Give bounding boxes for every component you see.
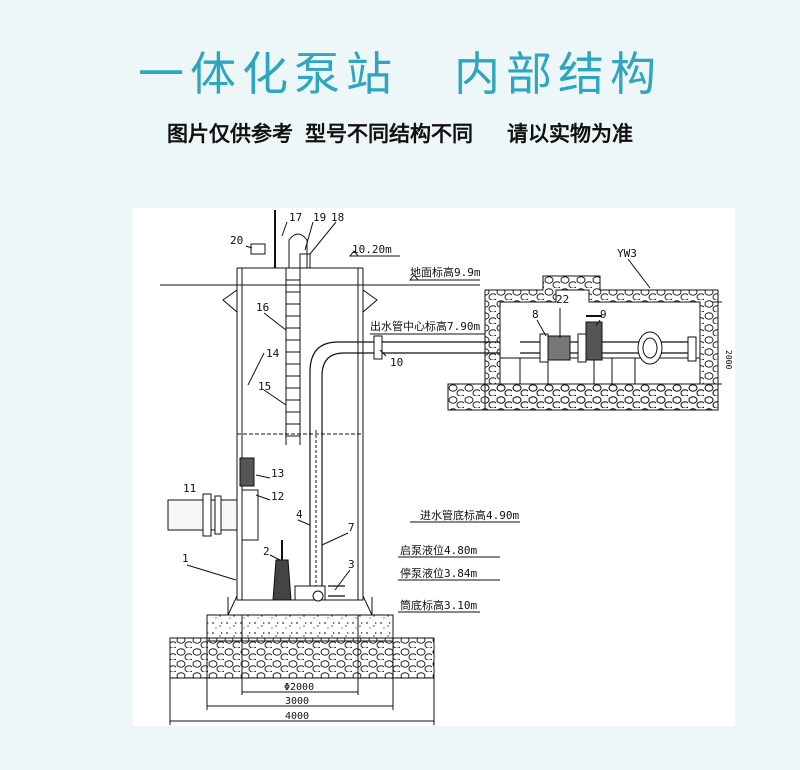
dimension-well-height: 2000 — [724, 350, 733, 369]
discharge-pipe — [309, 341, 520, 596]
elevation-pump-stop: 停泵液位3.84m — [400, 566, 477, 580]
dimension-base: 4000 — [285, 711, 309, 722]
dimension-inner-diameter: Φ2000 — [284, 682, 314, 693]
part-label-17: 17 — [289, 211, 302, 224]
note-reference: 图片仅供参考 — [167, 122, 293, 146]
pump-station-diagram: 1 2 3 4 7 8 9 10 11 12 13 14 15 16 17 18… — [160, 210, 733, 725]
submersible-pump — [272, 540, 345, 602]
part-label-16: 16 — [256, 301, 269, 314]
elevation-top: 10.20m — [352, 243, 392, 256]
part-label-9: 9 — [600, 308, 607, 321]
elevation-tank-bottom: 筒底标高3.10m — [400, 598, 477, 612]
access-hatch — [299, 253, 311, 269]
note-model: 型号不同结构不同 — [305, 122, 473, 146]
ladder — [285, 268, 301, 445]
inlet-pipe — [167, 489, 259, 541]
elevation-outlet-center: 出水管中心标高7.90m — [370, 319, 480, 333]
part-label-4: 4 — [296, 508, 303, 521]
diagram-canvas: 1 2 3 4 7 8 9 10 11 12 13 14 15 16 17 18… — [133, 208, 735, 726]
part-label-20: 20 — [230, 234, 243, 247]
leader-lines — [186, 221, 651, 591]
part-label-8: 8 — [532, 308, 539, 321]
part-label-7: 7 — [348, 521, 355, 534]
outlet-flange — [373, 335, 383, 360]
gate-valve — [585, 321, 603, 361]
grinder-unit — [239, 457, 255, 487]
title-left: 一体化泵站 — [138, 47, 398, 101]
part-label-12: 12 — [271, 490, 284, 503]
bottom-dimensions — [169, 615, 435, 725]
elevation-inlet-bottom: 进水管底标高4.90m — [420, 508, 519, 522]
check-valve — [547, 335, 571, 361]
elevation-ground: 地面标高9.9m — [410, 265, 481, 279]
part-label-yw3: YW3 — [617, 247, 637, 260]
note-actual: 请以实物为准 — [507, 122, 633, 146]
page-subtitle: 图片仅供参考型号不同结构不同 请以实物为准 — [0, 118, 800, 148]
part-label-11: 11 — [183, 482, 196, 495]
elevation-markers — [348, 250, 520, 613]
part-label-15: 15 — [258, 380, 271, 393]
check-valve-flange — [539, 333, 549, 363]
elevation-pump-start: 启泵液位4.80m — [400, 543, 477, 557]
gravel-base — [169, 637, 435, 679]
part-label-19: 19 — [313, 211, 326, 224]
control-box — [250, 243, 266, 255]
part-label-10: 10 — [390, 356, 403, 369]
title-right: 内部结构 — [454, 47, 662, 101]
part-label-3: 3 — [348, 558, 355, 571]
part-label-18: 18 — [331, 211, 344, 224]
part-label-14: 14 — [266, 347, 280, 360]
concrete-slab — [206, 614, 394, 642]
page-title: 一体化泵站 内部结构 — [0, 38, 800, 104]
part-label-22: 22 — [556, 293, 569, 306]
dimension-slab: 3000 — [285, 696, 309, 707]
part-label-2: 2 — [263, 545, 270, 558]
part-label-1: 1 — [182, 552, 189, 565]
part-label-13: 13 — [271, 467, 284, 480]
lift-hook — [288, 233, 308, 268]
